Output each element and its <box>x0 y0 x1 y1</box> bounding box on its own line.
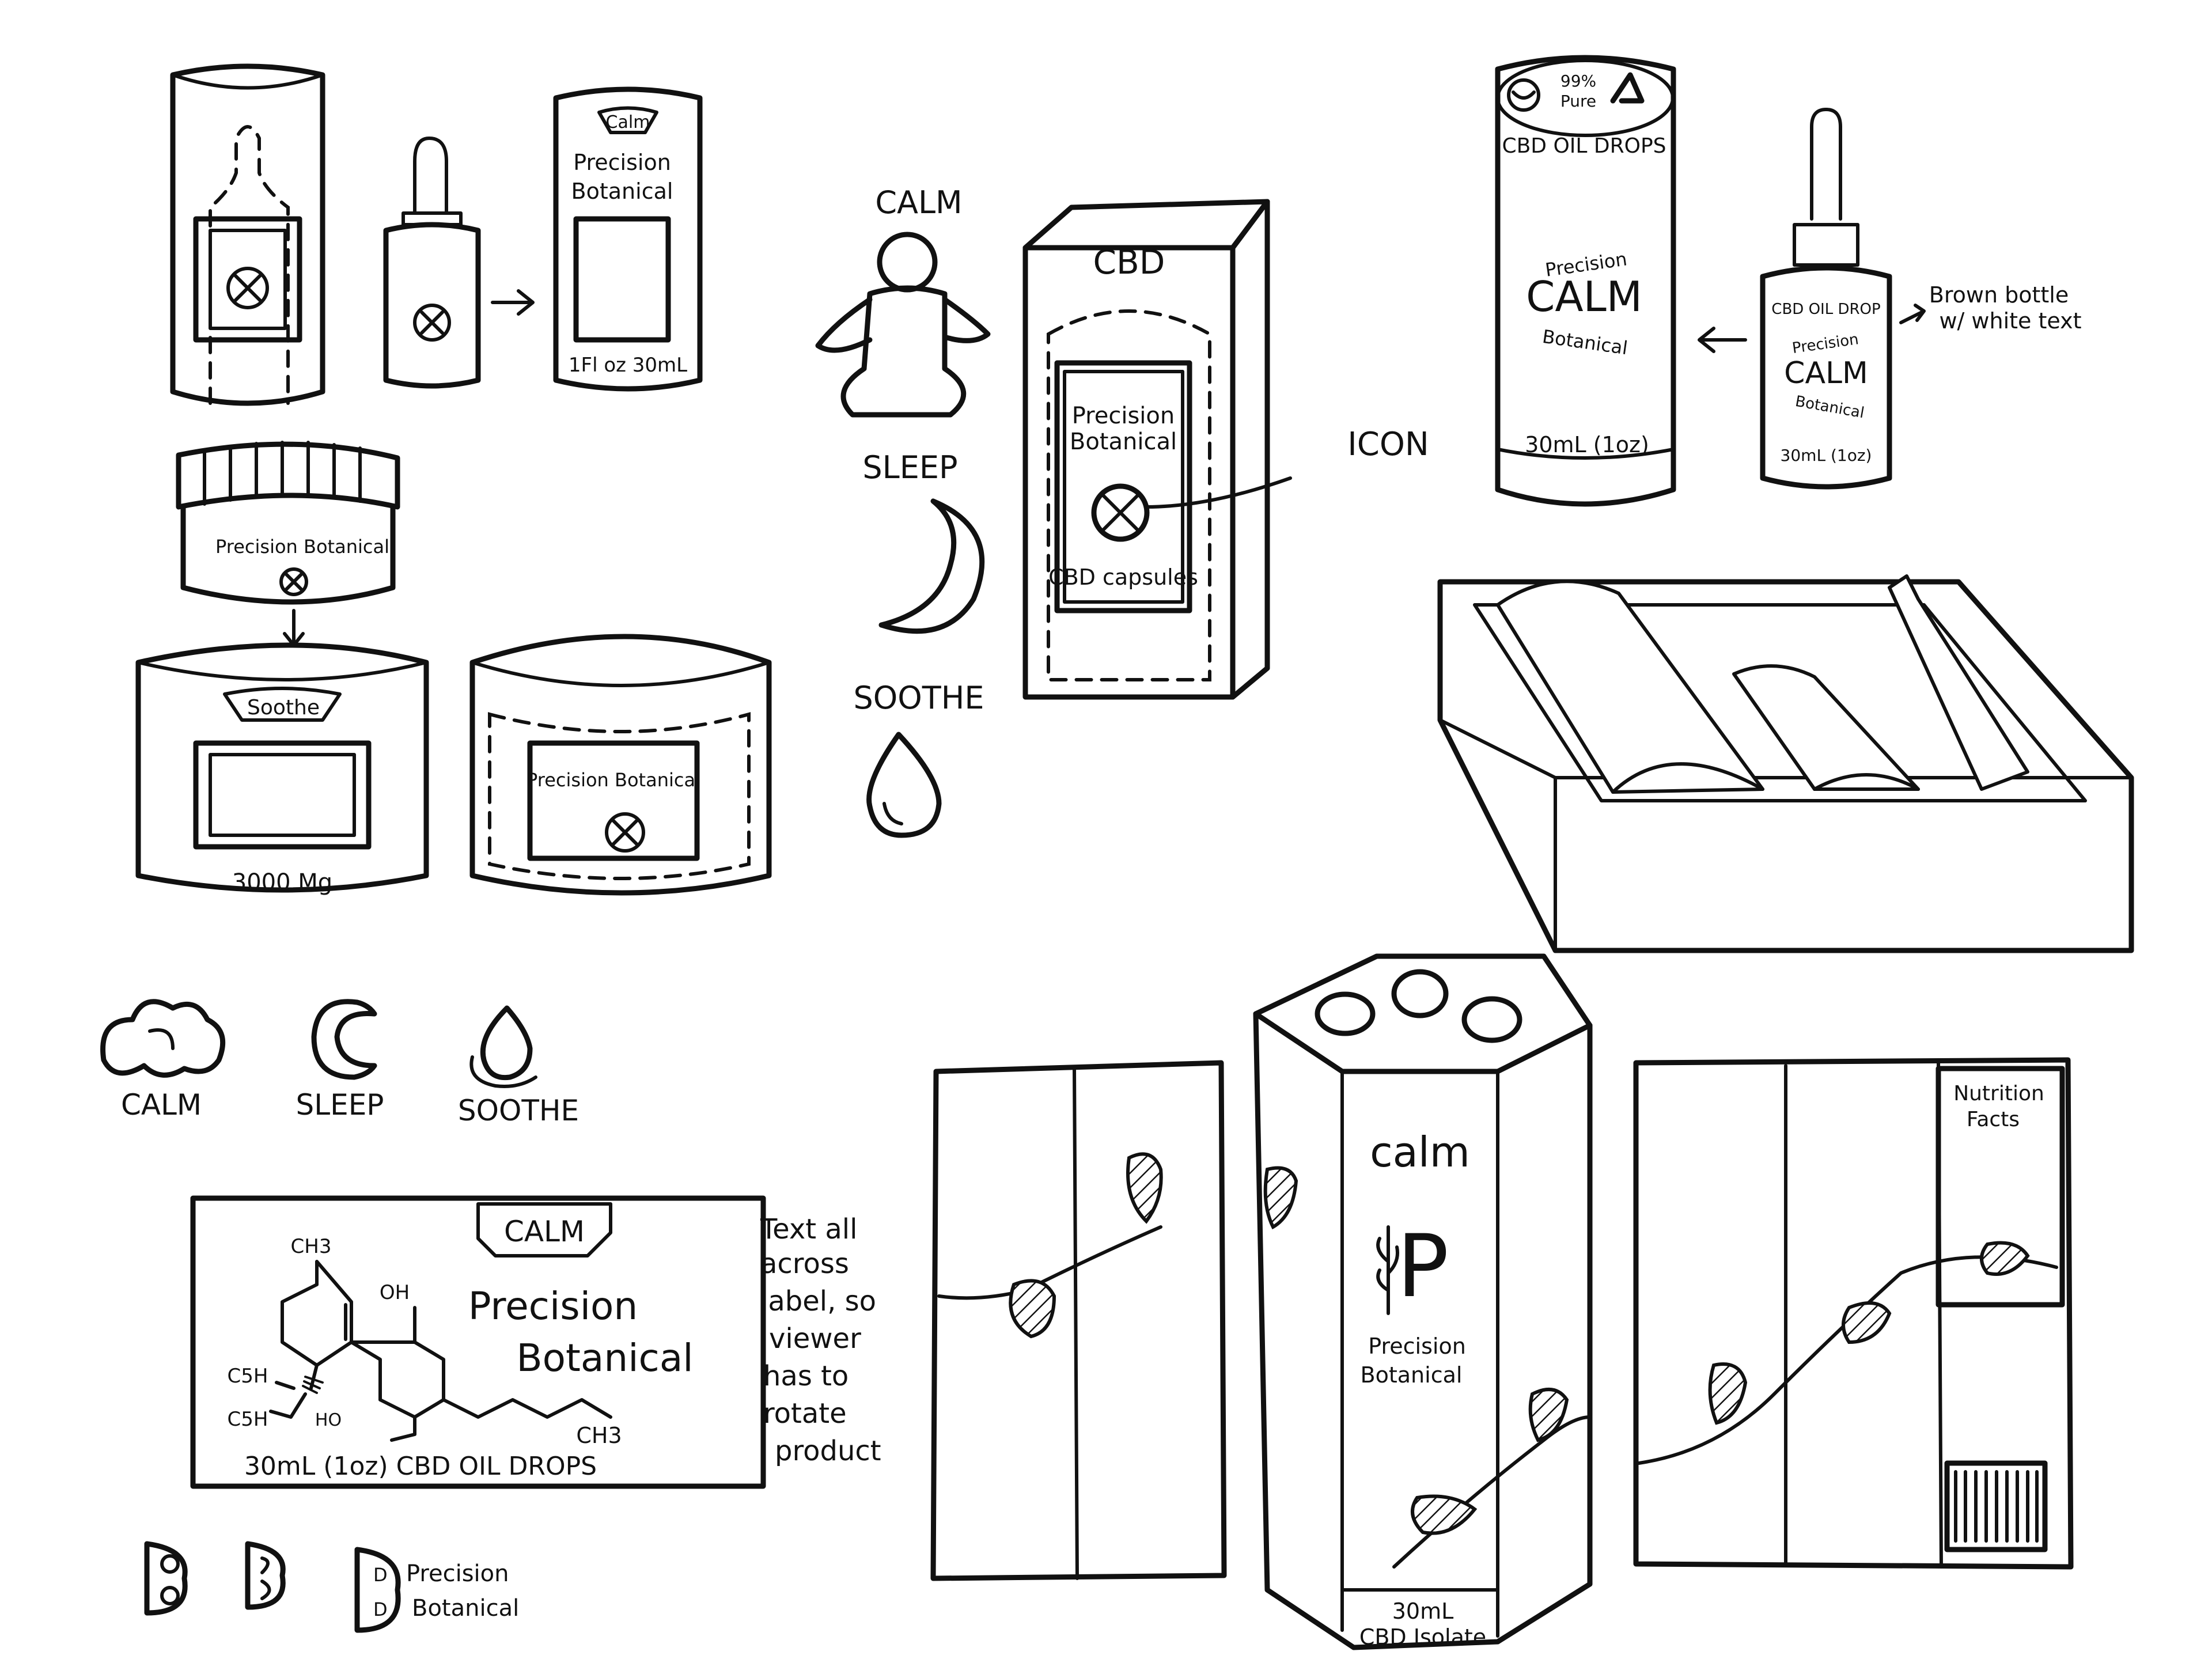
cbd-box-brand-line2: Botanical <box>1070 429 1177 455</box>
arrow-right-icon <box>491 289 535 316</box>
mol-ho: HO <box>315 1410 342 1430</box>
label-note-line6: rotate <box>763 1397 847 1430</box>
label-note-line3: label, so <box>760 1285 876 1317</box>
cbd-box-callout: ICON <box>1347 426 1429 463</box>
label-note-line4: viewer <box>769 1323 861 1355</box>
logo-sleep-label: SLEEP <box>296 1088 384 1122</box>
bottle-volume: 1Fl oz 30mL <box>569 354 687 377</box>
arrow-left-icon <box>1698 327 1747 353</box>
flame-droplet-icon <box>469 1005 537 1088</box>
crescent-logo-icon <box>311 999 377 1080</box>
monogram-brand-line2: Botanical <box>412 1595 519 1622</box>
label-note-line2: across <box>760 1248 849 1280</box>
dropper-brand-top: Precision <box>1791 331 1859 357</box>
mol-c5h-2: C5H <box>228 1408 268 1431</box>
tube-title: CBD OIL DROPS <box>1502 134 1666 158</box>
label-note: Text all across label, so viewer has to … <box>760 1213 881 1467</box>
bottle-note-line2: w/ white text <box>1939 308 2081 334</box>
monogram-brand-line1: Precision <box>406 1560 509 1587</box>
jar-with-lid: Precision Botanical <box>176 441 400 647</box>
hex-box: calm P Precision Botanical 30mL CBD Isol… <box>1253 953 1593 1650</box>
labeled-bottle: Calm Precision Botanical 1Fl oz 30mL <box>553 86 703 392</box>
barcode-icon <box>1944 1460 2048 1552</box>
mol-oh: OH <box>380 1281 410 1304</box>
label-tag: CALM <box>504 1215 585 1248</box>
dropper-product: CALM <box>1784 356 1868 391</box>
label-note-line7: product <box>775 1435 881 1467</box>
calm-tag: Calm <box>606 112 650 132</box>
label-brand-line1: Precision <box>468 1284 638 1328</box>
dropper-bottle-small <box>383 137 481 389</box>
hex-base-line1: 30mL <box>1392 1599 1454 1624</box>
label-note-line5: has to <box>763 1360 849 1392</box>
cbd-box-header: CBD <box>1093 243 1165 282</box>
monograms: D D Precision Botanical <box>144 1541 519 1633</box>
mol-ch3-bottom: CH3 <box>576 1423 622 1448</box>
bottle-brand-line1: Precision <box>573 150 671 175</box>
label-brand-line2: Botanical <box>516 1336 693 1380</box>
bottle-note-line1: Brown bottle <box>1929 282 2069 308</box>
monogram-1 <box>144 1541 188 1616</box>
hex-base-line2: CBD Isolate <box>1359 1624 1486 1650</box>
tube-sketch-1 <box>170 63 325 406</box>
logo-icons: CALM SLEEP SOOTHE <box>100 999 579 1127</box>
mood-soothe-label: SOOTHE <box>854 680 984 716</box>
molecule-diagram <box>269 1260 612 1442</box>
label-design: CALM Precision Botanical CH3 OH C5H C5H … <box>190 1195 766 1489</box>
bottle-sketches: Calm Precision Botanical 1Fl oz 30mL <box>170 63 703 406</box>
nutrition-line2: Facts <box>1967 1108 2020 1131</box>
droplet-icon <box>866 732 942 838</box>
jar-amount: 3000 Mg <box>232 869 332 896</box>
jar-dashed: Precision Botanical <box>469 634 772 896</box>
tube-sketch-2: 99% Pure CBD OIL DROPS Precision CALM Bo… <box>1495 55 1676 507</box>
bottle-brand-line2: Botanical <box>571 179 673 204</box>
cbd-capsule-box: CBD Precision Botanical CBD capsules ICO… <box>1022 199 1429 700</box>
bottle-note: Brown bottle w/ white text <box>1929 282 2082 334</box>
moon-icon <box>878 498 985 634</box>
mood-calm-label: CALM <box>875 184 962 221</box>
svg-text:D: D <box>373 1599 388 1620</box>
monogram-3: D D <box>354 1547 401 1633</box>
tube-purity-line2: Pure <box>1560 92 1596 111</box>
hex-monogram: P <box>1397 1217 1449 1317</box>
logo-soothe-label: SOOTHE <box>458 1094 579 1127</box>
nutrition-line1: Nutrition <box>1953 1082 2044 1105</box>
hex-brand-line2: Botanical <box>1361 1362 1463 1388</box>
mol-ch3-top: CH3 <box>291 1235 332 1258</box>
meditation-icon <box>815 232 991 418</box>
left-panel <box>930 1060 1227 1581</box>
cloud-icon <box>100 999 226 1078</box>
tube-product: CALM <box>1526 272 1642 321</box>
monogram-2 <box>245 1541 286 1610</box>
mol-c5h-1: C5H <box>228 1365 268 1388</box>
label-footer: 30mL (1oz) CBD OIL DROPS <box>244 1452 597 1481</box>
dropper-bottle-brown: CBD OIL DROP Precision CALM Botanical 30… <box>1760 108 1926 490</box>
tube-volume: 30mL (1oz) <box>1525 432 1649 457</box>
hex-brand-line1: Precision <box>1368 1334 1466 1359</box>
hex-product: calm <box>1370 1128 1470 1176</box>
jar-sketches: Precision Botanical Soothe 3000 Mg Preci… <box>135 441 772 896</box>
leaf-sprig-icon <box>1376 1225 1399 1315</box>
mood-sleep-label: SLEEP <box>862 449 957 486</box>
gift-tray <box>1437 574 2134 953</box>
tube-brand-bottom: Botanical <box>1541 325 1629 359</box>
soothe-tag: Soothe <box>247 696 320 719</box>
cbd-box-product: CBD capsules <box>1048 565 1198 590</box>
jar-soothe: Soothe 3000 Mg <box>135 642 429 896</box>
dropper-title: CBD OIL DROP <box>1771 301 1880 318</box>
logo-calm-label: CALM <box>121 1088 202 1122</box>
label-note-line1: Text all <box>760 1213 857 1245</box>
jar2-brand: Precision Botanical <box>527 769 700 791</box>
cbd-box-brand-line1: Precision <box>1072 403 1175 429</box>
dropper-volume: 30mL (1oz) <box>1781 446 1872 465</box>
svg-text:D: D <box>373 1564 388 1586</box>
mood-icons: CALM SLEEP SOOTHE <box>815 184 991 838</box>
tube-purity-line1: 99% <box>1560 71 1596 90</box>
right-panel: Nutrition Facts <box>1633 1057 2074 1570</box>
jar-lid-brand: Precision Botanical <box>215 536 389 558</box>
dropper-brand-bottom: Botanical <box>1794 393 1865 422</box>
